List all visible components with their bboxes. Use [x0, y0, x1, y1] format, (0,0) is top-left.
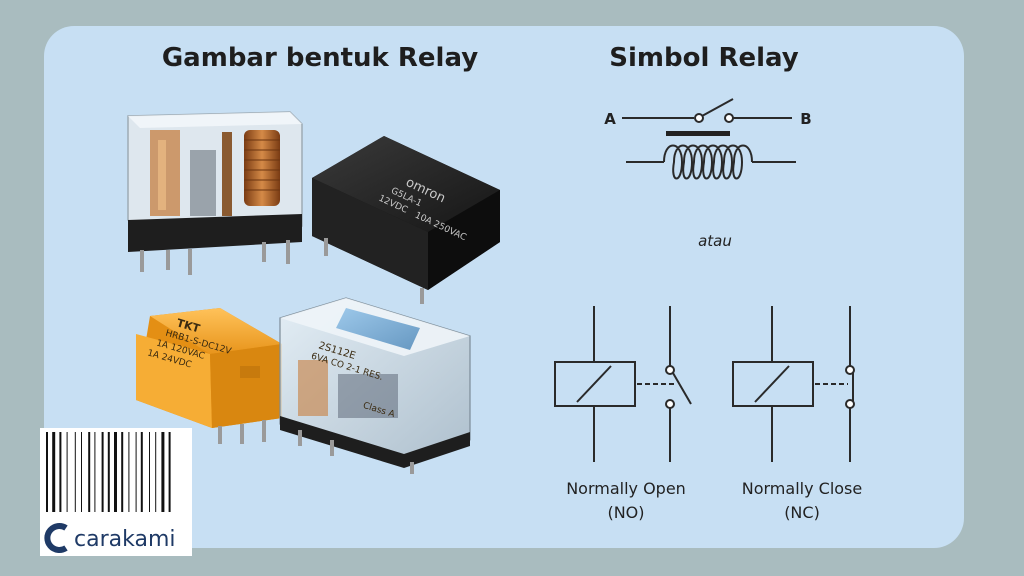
nc-contact-top — [845, 365, 855, 375]
contact-a-dot — [694, 113, 704, 123]
nc-label-line2: (NC) — [784, 503, 820, 522]
terminal-a-label: A — [604, 110, 616, 128]
barcode-bar — [149, 432, 150, 512]
logo-c-icon — [44, 523, 68, 553]
barcode-bar — [140, 432, 143, 512]
left-title: Gambar bentuk Relay — [162, 43, 478, 73]
no-contact-top — [665, 365, 675, 375]
barcode-bar — [66, 432, 68, 512]
barcode-bar — [161, 432, 165, 512]
omron-relay-photo: omron G5LA-1 12VDC 10A 250VAC — [312, 136, 500, 304]
barcode-bar — [128, 432, 130, 512]
relay-symbol-nc: Normally Close (NC) — [732, 306, 862, 522]
core-bar — [666, 131, 730, 136]
barcode-bar — [135, 432, 137, 512]
barcode-bar — [88, 432, 91, 512]
no-switch-arm — [672, 372, 692, 405]
relay-symbol-no: Normally Open (NO) — [554, 306, 692, 522]
barcode-bar — [52, 432, 56, 512]
barcode-bar — [114, 432, 117, 512]
content-panel — [44, 26, 964, 548]
nc-label-line1: Normally Close — [742, 479, 862, 498]
brand-logo: carakami — [40, 516, 192, 556]
terminal-b-label: B — [800, 110, 811, 128]
atau-label: atau — [698, 232, 732, 250]
clear-relay-photo — [127, 111, 303, 275]
tkt-relay-photo: TKT HRB1-S-DC12V 1A 120VAC 1A 24VDC — [136, 308, 282, 444]
right-title: Simbol Relay — [609, 43, 798, 73]
barcode-bar — [59, 432, 62, 512]
barcode-bar — [101, 432, 104, 512]
barcode-bar — [168, 432, 171, 512]
no-contact-bottom — [665, 399, 675, 409]
barcode-bar — [46, 432, 48, 512]
tkt-brand-print: TKT — [175, 316, 202, 335]
no-label-line2: (NO) — [607, 503, 644, 522]
relay-symbol-coil: A B — [604, 98, 812, 180]
clear-blue-relay-photo: 2S112E 6VA CO 2-1 RES. Class A — [279, 297, 471, 474]
barcode-bar — [74, 432, 76, 512]
barcode-bar — [121, 432, 124, 512]
no-label-line1: Normally Open — [566, 479, 686, 498]
coil-winding — [663, 144, 753, 180]
barcode-bar — [155, 432, 157, 512]
barcode-bar — [81, 432, 82, 512]
copper-coil — [244, 130, 280, 206]
nc-contact-bottom — [845, 399, 855, 409]
brand-name: carakami — [74, 527, 175, 552]
barcode-bar — [94, 432, 96, 512]
switch-lever — [701, 98, 734, 117]
barcode-bars — [46, 432, 171, 512]
barcode-watermark — [40, 428, 192, 516]
contact-b-dot — [724, 113, 734, 123]
barcode-bar — [107, 432, 110, 512]
